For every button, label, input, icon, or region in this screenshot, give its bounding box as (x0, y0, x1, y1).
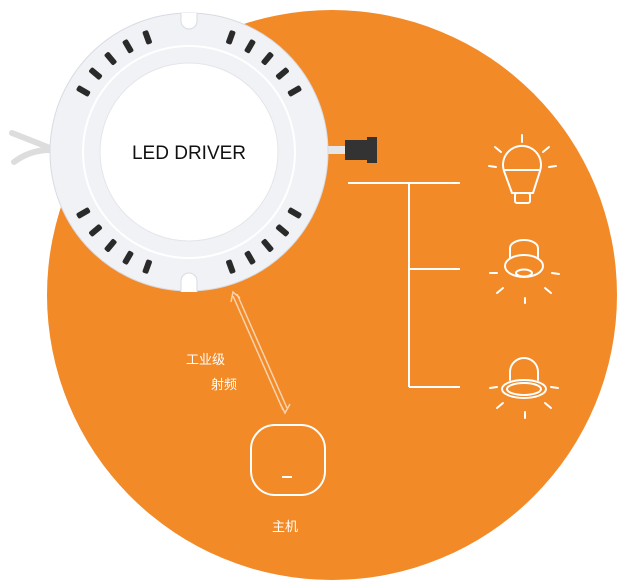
led-driver (49, 12, 329, 292)
vent-slot (261, 238, 274, 252)
vent-slot (104, 52, 117, 66)
wiring-lines (348, 182, 460, 388)
vent-slot (89, 67, 103, 80)
vent-slot (226, 259, 236, 274)
vent-slot (275, 224, 289, 237)
vent-slot (122, 250, 134, 265)
connector-icon (345, 140, 369, 160)
bulb-icon (488, 134, 557, 204)
vent-slot (122, 39, 134, 54)
vent-slot (89, 224, 103, 237)
vent-slot (76, 207, 91, 219)
driver-label: LED DRIVER (131, 143, 247, 164)
hub-device-icon (250, 424, 326, 496)
vent-slot (104, 238, 117, 252)
downlight-icon (489, 239, 560, 304)
hub-label: 主机 (272, 520, 299, 535)
rf-label-line1: 工业级 (186, 353, 226, 368)
vent-slot (226, 30, 236, 45)
vent-slot (244, 250, 256, 265)
spotlight-icon (489, 357, 559, 419)
vent-slot (287, 85, 302, 97)
vent-slot (261, 52, 274, 66)
vent-slot (275, 67, 289, 80)
connector-tip (367, 137, 377, 163)
vent-slot (76, 85, 91, 97)
vent-slot (142, 30, 152, 45)
vent-slot (287, 207, 302, 219)
vent-slot (244, 39, 256, 54)
rf-label-line2: 射频 (211, 378, 238, 393)
rf-link-arrow (230, 290, 291, 415)
vent-slot (142, 259, 152, 274)
input-cable-icon (9, 130, 53, 165)
output-cable (326, 146, 348, 154)
